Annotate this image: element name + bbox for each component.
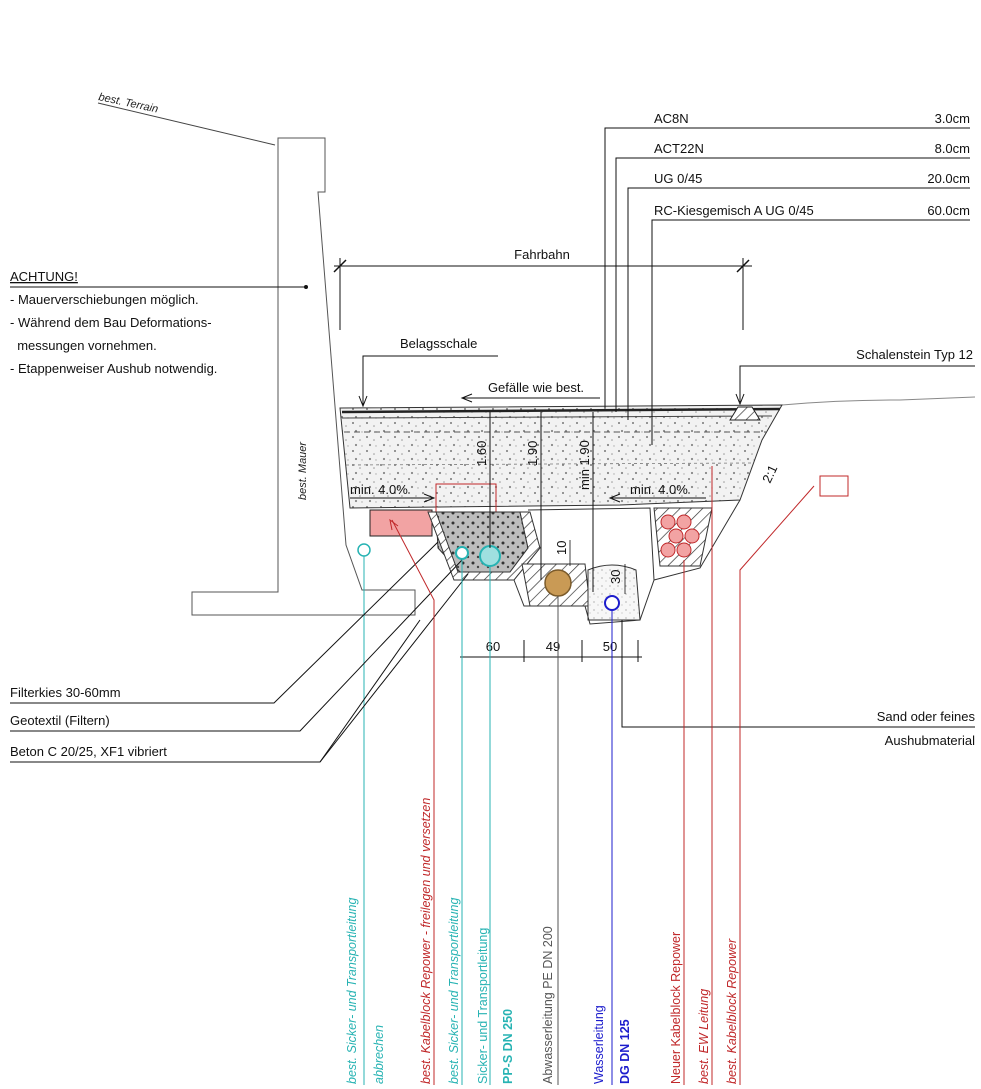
dim-bottom-3: 50 (603, 639, 617, 654)
vlabel-1-line1: best. Sicker- und Transportleitung (345, 898, 359, 1084)
warning-title: ACHTUNG! (10, 269, 78, 284)
road-structure (339, 404, 783, 513)
slope-right: min. 4.0% (630, 482, 688, 497)
depth-1: 1.60 (474, 441, 489, 466)
layer-name-2: ACT22N (654, 141, 704, 156)
gefaelle-label: Gefälle wie best. (488, 380, 584, 395)
filterkies-label: Filterkies 30-60mm (10, 685, 121, 700)
warning-line-3: messungen vornehmen. (10, 338, 157, 353)
fahrbahn-label: Fahrbahn (514, 247, 570, 262)
warning-line-4: - Etappenweiser Aushub notwendig. (10, 361, 217, 376)
service-leaders (389, 466, 815, 1085)
vlabel-4-line2: PP-S DN 250 (501, 1009, 515, 1084)
sand-label-2: Aushubmaterial (885, 733, 975, 748)
vlabel-5: Abwasserleitung PE DN 200 (541, 926, 555, 1084)
vlabel-9: best. Kabelblock Repower (725, 938, 739, 1084)
layer-leaders (604, 127, 970, 445)
layer-thickness-3: 20.0cm (927, 171, 970, 186)
vlabel-2: best. Kabelblock Repower - freilegen und… (419, 798, 433, 1084)
belagsschale-label: Belagsschale (400, 336, 477, 351)
geotextil-label: Geotextil (Filtern) (10, 713, 110, 728)
vlabel-6-line1: Wasserleitung (592, 1005, 606, 1084)
fahrbahn-dimension: Fahrbahn (333, 247, 752, 330)
dim-bottom-1: 60 (486, 639, 500, 654)
layer-thickness-1: 3.0cm (935, 111, 970, 126)
vertical-labels: best. Sicker- und Transportleitung abbre… (345, 798, 739, 1084)
dim-small-1: 10 (554, 541, 569, 555)
left-callouts: Filterkies 30-60mm Geotextil (Filtern) B… (10, 541, 469, 763)
wall-label: best. Mauer (297, 441, 309, 500)
drain-zone (357, 509, 541, 1085)
belagsschale-callout: Belagsschale (358, 336, 498, 408)
gefaelle-arrow: Gefälle wie best. (460, 380, 600, 403)
dim-small-2: 30 (608, 570, 623, 584)
warning-line-1: - Mauerverschiebungen möglich. (10, 292, 199, 307)
slope-marks: min. 4.0% min. 4.0% 2:1 (350, 463, 780, 503)
depth-3: min 1.90 (577, 440, 592, 490)
terrain: best. Terrain (97, 91, 276, 146)
sewage-trench (521, 563, 591, 607)
depth-dimensions: 1.60 1.90 min 1.90 10 30 (474, 412, 626, 594)
layer-name-4: RC-Kiesgemisch A UG 0/45 (654, 203, 814, 218)
warning-note: ACHTUNG! - Mauerverschiebungen möglich. … (10, 269, 308, 376)
sand-label-1: Sand oder feines (877, 709, 976, 724)
bottom-dimensions: 60 49 50 (460, 639, 642, 662)
layer-name-3: UG 0/45 (654, 171, 702, 186)
layer-labels: AC8N 3.0cm ACT22N 8.0cm UG 0/45 20.0cm R… (654, 111, 970, 218)
schalenstein-callout: Schalenstein Typ 12 (735, 347, 975, 406)
vlabel-7: Neuer Kabelblock Repower (669, 932, 683, 1084)
vlabel-8: best. EW Leitung (697, 989, 711, 1084)
cable-block (653, 475, 849, 567)
slope-left: min. 4.0% (350, 482, 408, 497)
vlabel-6-line2: DG DN 125 (618, 1019, 632, 1084)
layer-thickness-4: 60.0cm (927, 203, 970, 218)
depth-2: 1.90 (525, 441, 540, 466)
layer-name-1: AC8N (654, 111, 689, 126)
embankment-ratio: 2:1 (759, 463, 780, 486)
terrain-label: best. Terrain (97, 91, 159, 115)
retaining-wall: best. Mauer (191, 137, 416, 616)
vlabel-4-line1: Sicker- und Transportleitung (476, 928, 490, 1084)
dim-bottom-2: 49 (546, 639, 560, 654)
sand-callout: Sand oder feines Aushubmaterial (621, 620, 976, 748)
beton-label: Beton C 20/25, XF1 vibriert (10, 744, 167, 759)
vlabel-1-line2: abbrechen (372, 1025, 386, 1084)
water-trench (587, 564, 641, 621)
schalenstein-label: Schalenstein Typ 12 (856, 347, 973, 362)
vlabel-3: best. Sicker- und Transportleitung (447, 898, 461, 1084)
layer-thickness-2: 8.0cm (935, 141, 970, 156)
warning-line-2: - Während dem Bau Deformations- (10, 315, 212, 330)
